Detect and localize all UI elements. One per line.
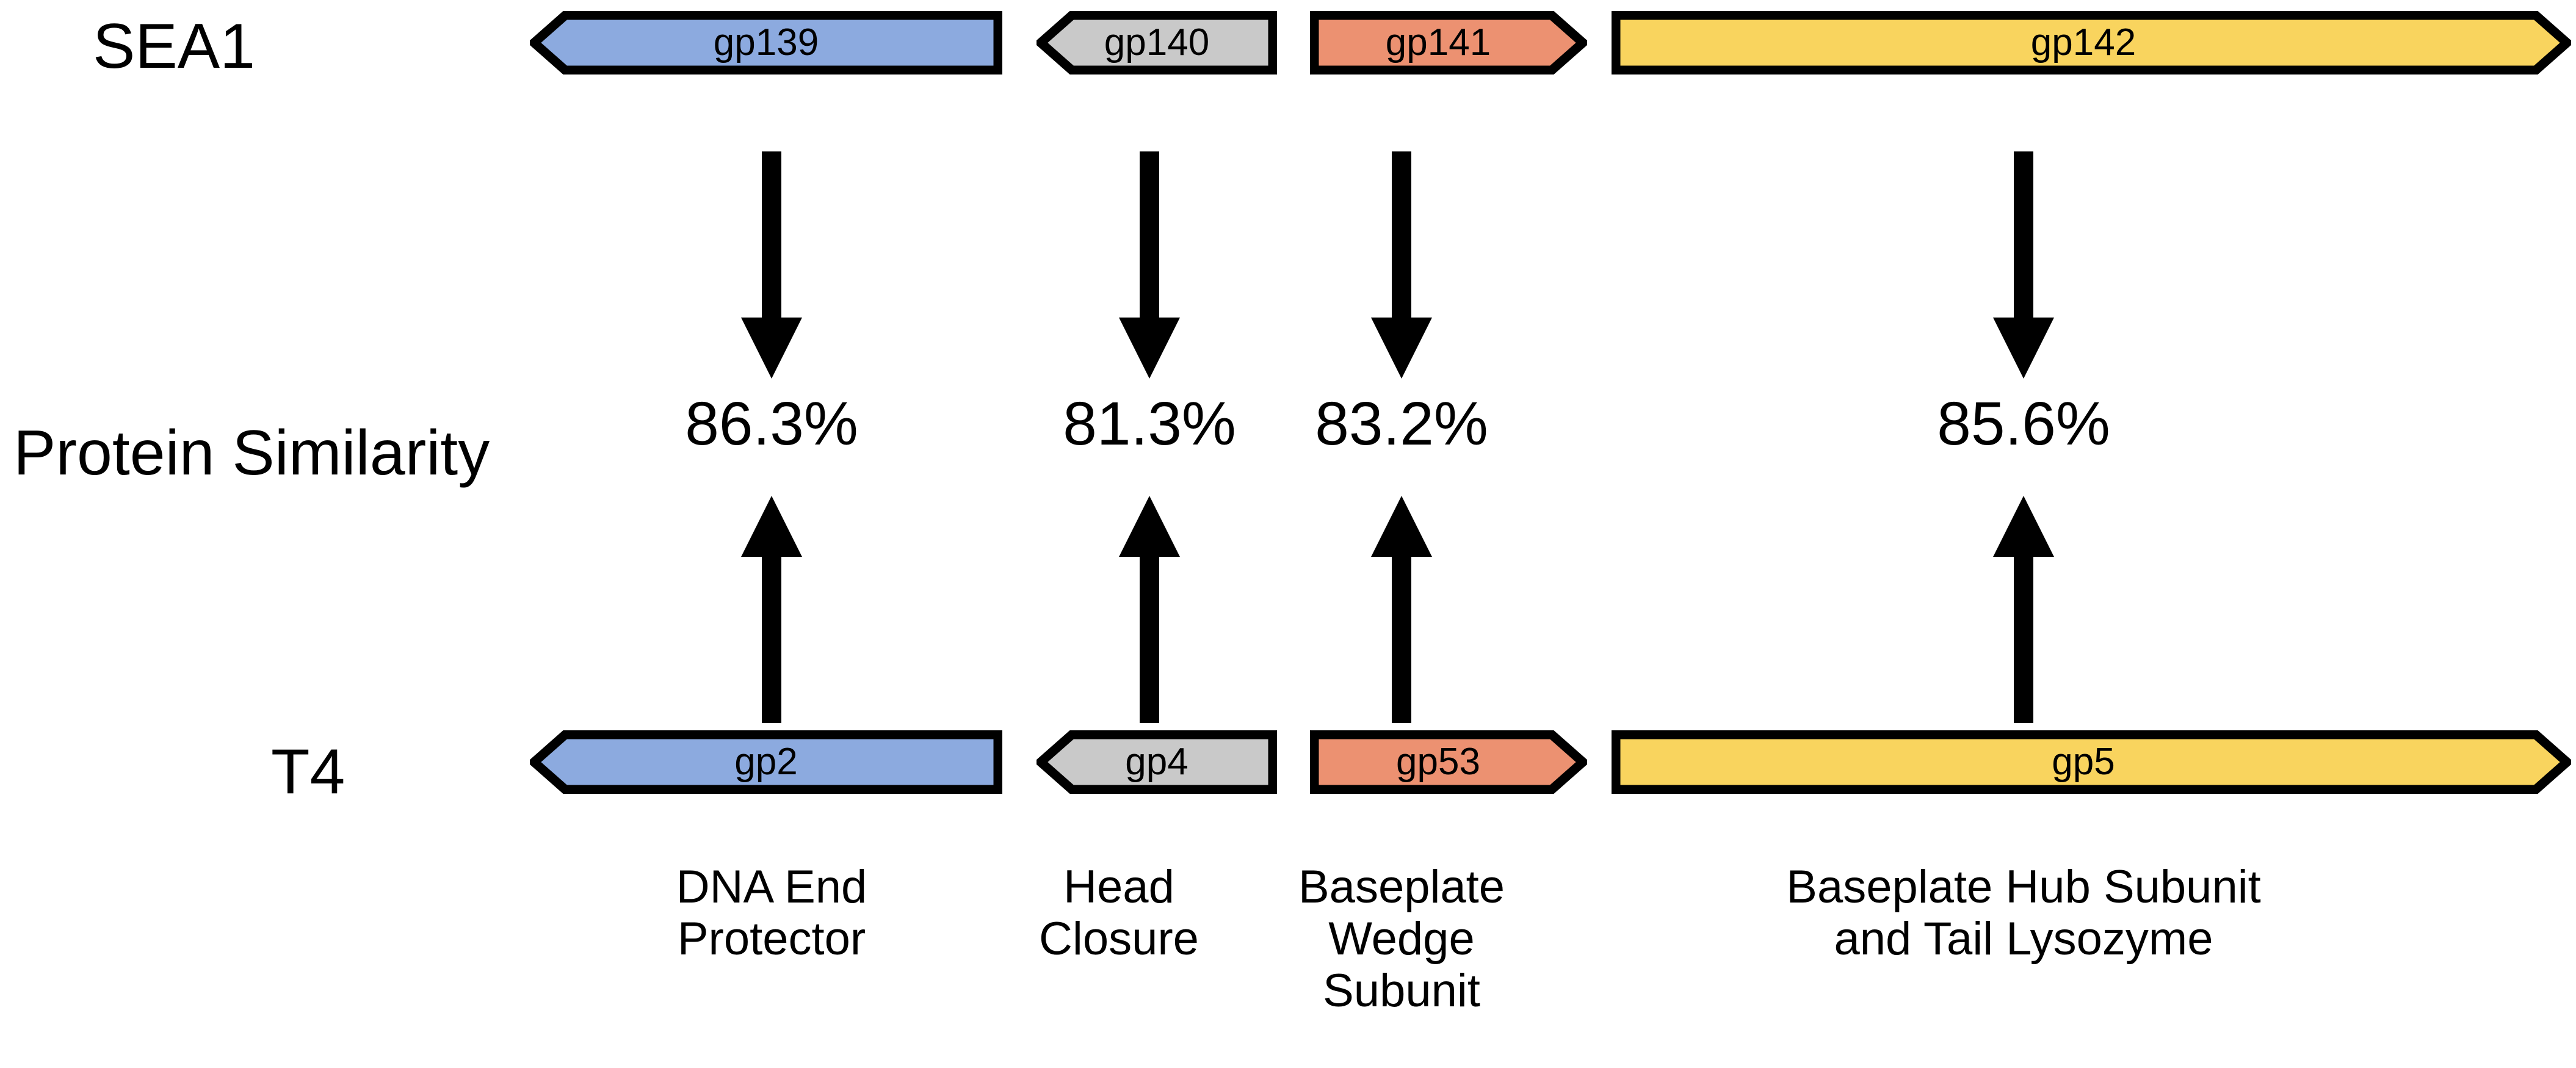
function-caption-gp5-line2: and Tail Lysozyme <box>1834 913 2213 965</box>
gene-arrow-gp4[interactable]: gp4 <box>1037 730 1277 794</box>
down-arrow-gp140 <box>1119 151 1180 379</box>
down-arrow-gp141 <box>1371 151 1432 379</box>
similarity-value-1: 86.3% <box>685 390 858 458</box>
up-arrow-gp2 <box>741 496 802 723</box>
gene-arrow-gp2-shape <box>530 730 1002 794</box>
up-arrow-gp4 <box>1119 496 1180 723</box>
gene-arrow-gp140-shape <box>1037 11 1277 74</box>
gene-arrow-gp5[interactable]: gp5 <box>1612 730 2571 794</box>
gene-arrow-gp142[interactable]: gp142 <box>1612 11 2571 74</box>
function-caption-gp2-line2: Protector <box>677 913 866 965</box>
gene-arrow-gp140[interactable]: gp140 <box>1037 11 1277 74</box>
function-caption-gp53-line2: Wedge <box>1328 913 1475 965</box>
down-arrow-gp142 <box>1993 151 2054 379</box>
up-arrow-gp53 <box>1371 496 1432 723</box>
gene-arrow-gp53[interactable]: gp53 <box>1310 730 1587 794</box>
function-caption-gp53: Baseplate Wedge Subunit <box>1267 861 1536 1017</box>
similarity-value-2: 81.3% <box>1063 390 1236 458</box>
function-caption-gp4: Head Closure <box>997 861 1241 965</box>
function-caption-gp2-line1: DNA End <box>676 861 867 913</box>
gene-arrow-gp4-shape <box>1037 730 1277 794</box>
gene-arrow-gp2[interactable]: gp2 <box>530 730 1002 794</box>
row-label-t4: T4 <box>271 736 346 807</box>
gene-arrow-gp141-shape <box>1310 11 1587 74</box>
function-caption-gp4-line2: Closure <box>1039 913 1199 965</box>
similarity-value-4: 85.6% <box>1937 390 2110 458</box>
function-caption-gp2: DNA End Protector <box>619 861 924 965</box>
function-caption-gp53-line3: Subunit <box>1323 965 1480 1017</box>
function-caption-gp53-line1: Baseplate <box>1298 861 1505 913</box>
similarity-value-3: 83.2% <box>1315 390 1488 458</box>
gene-arrow-gp139-shape <box>530 11 1002 74</box>
function-caption-gp4-line1: Head <box>1063 861 1174 913</box>
row-label-protein-similarity: Protein Similarity <box>13 418 490 489</box>
gene-arrow-gp5-shape <box>1612 730 2571 794</box>
up-arrow-gp5 <box>1993 496 2054 723</box>
row-label-sea1: SEA1 <box>93 11 255 82</box>
gene-arrow-gp141[interactable]: gp141 <box>1310 11 1587 74</box>
function-caption-gp5-line1: Baseplate Hub Subunit <box>1786 861 2261 913</box>
down-arrow-gp139 <box>741 151 802 379</box>
gene-arrow-gp53-shape <box>1310 730 1587 794</box>
function-caption-gp5: Baseplate Hub Subunit and Tail Lysozyme <box>1596 861 2451 965</box>
gene-arrow-gp139[interactable]: gp139 <box>530 11 1002 74</box>
gene-arrow-gp142-shape <box>1612 11 2571 74</box>
